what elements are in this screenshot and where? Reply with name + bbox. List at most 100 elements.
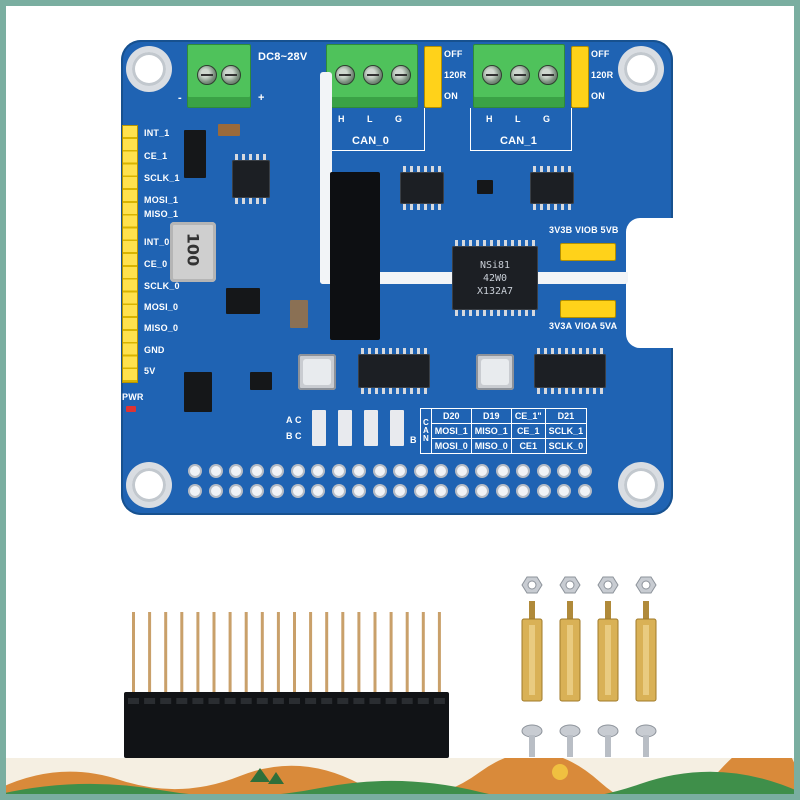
jumper-off-label: OFF <box>444 49 463 59</box>
standoff-set <box>521 576 543 757</box>
can0-pin-g: G <box>395 114 403 124</box>
gpio-hole <box>354 486 365 496</box>
header-pin <box>148 612 152 694</box>
screw-icon <box>391 65 411 85</box>
gpio-hole <box>272 466 283 476</box>
header-slot <box>289 698 300 704</box>
gpio-hole-row-top <box>190 464 590 478</box>
standoff-set <box>597 576 619 757</box>
screw-icon <box>197 65 217 85</box>
screw-icon <box>335 65 355 85</box>
gpio-hole <box>231 466 242 476</box>
header-label-ce0: CE_0 <box>144 259 168 269</box>
gpio-hole <box>395 486 406 496</box>
can1-pin-h: H <box>486 114 493 124</box>
table-header-d21: D21 <box>544 408 588 424</box>
header-slot <box>208 698 220 704</box>
header-pin <box>421 612 425 694</box>
power-inductor: 100 <box>170 222 216 282</box>
selection-resistor <box>312 410 326 446</box>
vio-a-jumper <box>560 300 616 318</box>
table-cell: MOSI_1 <box>430 423 472 439</box>
can-transceiver-chip <box>530 166 574 210</box>
gpio-hole <box>313 486 324 496</box>
table-cell: MOSI_0 <box>430 438 472 454</box>
capacitor <box>218 124 240 136</box>
jumper-on-label: ON <box>591 91 605 101</box>
gpio-hole <box>354 466 365 476</box>
power-led <box>126 406 136 412</box>
gpio-hole <box>415 466 426 476</box>
mounting-hole <box>132 52 166 86</box>
gpio-hole <box>333 466 344 476</box>
gpio-hole <box>374 466 385 476</box>
header-pin <box>437 612 441 694</box>
table-cell: CE1 <box>510 438 546 454</box>
table-cell: CE_1 <box>510 423 546 439</box>
header-label-mosi1: MOSI_1 <box>144 195 179 205</box>
gpio-hole <box>272 486 283 496</box>
header-slot <box>192 698 204 704</box>
jumper-120r-label: 120R <box>444 70 467 80</box>
header-slot <box>353 698 365 704</box>
gpio-hole-row-bottom <box>190 484 590 498</box>
mounting-hole <box>624 468 658 502</box>
header-slot <box>337 698 349 704</box>
crystal-oscillator <box>298 354 336 390</box>
can-controller-chip <box>534 348 606 394</box>
selection-resistor <box>338 410 352 446</box>
header-slot <box>369 698 381 704</box>
gpio-hole <box>333 486 344 496</box>
header-label-sclk0: SCLK_0 <box>144 281 180 291</box>
gpio-hole <box>436 466 447 476</box>
standoff-set <box>635 576 657 757</box>
header-slot <box>176 698 188 704</box>
ab-label-b: B <box>286 431 293 441</box>
gpio-hole <box>251 486 262 496</box>
jumper-off-label: OFF <box>591 49 610 59</box>
buck-regulator-chip <box>232 154 270 204</box>
gpio-hole <box>374 486 385 496</box>
gpio-hole <box>456 486 467 496</box>
header-slot <box>224 698 236 704</box>
header-slot <box>305 698 317 704</box>
can1-termination-jumper <box>571 46 589 108</box>
header-pin <box>212 612 216 694</box>
power-terminal-block <box>187 44 251 108</box>
decorative-landscape-band <box>0 758 800 800</box>
gpio-hole <box>497 486 508 496</box>
gpio-hole <box>559 466 570 476</box>
mounting-hole <box>624 52 658 86</box>
vio-b-jumper <box>560 243 616 261</box>
power-input-label: DC8~28V <box>258 51 308 63</box>
gpio-hole <box>538 466 549 476</box>
gpio-hole <box>190 466 200 476</box>
header-label-5v: 5V <box>144 366 156 376</box>
gpio-hole <box>190 486 200 496</box>
can-controller-chip <box>358 348 430 394</box>
pwr-label: PWR <box>122 392 144 402</box>
table-header-d20: D20 <box>430 408 472 424</box>
header-label-mosi0: MOSI_0 <box>144 302 179 312</box>
header-slot <box>321 698 333 704</box>
isolation-connector <box>330 172 380 340</box>
table-cell: MISO_0 <box>470 438 512 454</box>
table-cell: SCLK_0 <box>544 438 588 454</box>
header-label-gnd: GND <box>144 345 165 355</box>
header-slot <box>160 698 172 704</box>
header-pin <box>389 612 393 694</box>
header-label-int0: INT_0 <box>144 237 170 247</box>
header-slot <box>144 698 156 704</box>
digital-isolator-chip: NSi81 42W0 X132A7 <box>452 240 538 316</box>
header-pin <box>357 612 361 694</box>
gpio-hole <box>210 466 221 476</box>
header-slot <box>385 698 397 704</box>
standoff-set <box>559 576 581 757</box>
gpio-hole <box>477 486 488 496</box>
header-label-sclk1: SCLK_1 <box>144 173 180 183</box>
header-label-miso0: MISO_0 <box>144 323 179 333</box>
can1-pin-g: G <box>543 114 551 124</box>
can1-terminal-block <box>473 44 565 108</box>
white-trace <box>320 72 332 284</box>
